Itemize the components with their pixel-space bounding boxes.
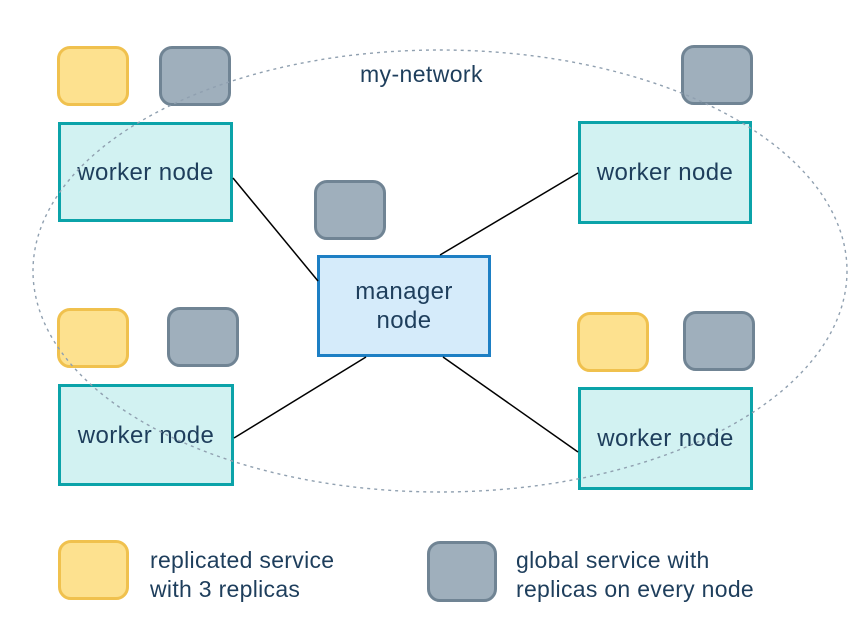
legend-label-line: replicas on every node: [516, 576, 755, 602]
legend-label-line: global service with: [516, 547, 710, 573]
manager-node-label-line2: node: [376, 307, 432, 334]
manager-worker-link-bottom-right: [442, 356, 579, 453]
replicated-service-chip: [57, 308, 129, 368]
global-service-chip: [683, 311, 755, 371]
replicated-service-chip: [577, 312, 649, 372]
worker-node-bottom-left: worker node: [58, 384, 234, 486]
global-service-chip: [314, 180, 386, 240]
legend-swatch-replicated-service: [58, 540, 129, 600]
global-service-chip: [167, 307, 239, 367]
manager-node-label-line1: manager: [355, 278, 453, 305]
network-label: my-network: [360, 61, 483, 87]
worker-node-label: worker node: [77, 158, 214, 186]
legend-label-line: with 3 replicas: [150, 576, 301, 602]
replicated-service-chip: [57, 46, 129, 106]
worker-node-top-left: worker node: [58, 122, 233, 222]
global-service-chip: [681, 45, 753, 105]
worker-node-label: worker node: [77, 421, 215, 449]
manager-worker-link-top-right: [439, 172, 579, 256]
manager-worker-link-top-left: [232, 177, 319, 282]
legend-swatch-global-service: [427, 541, 497, 602]
manager-worker-link-bottom-left: [233, 356, 367, 439]
worker-node-label: worker node: [597, 425, 734, 452]
global-service-chip: [159, 46, 231, 106]
manager-node: manager node: [317, 255, 491, 357]
worker-node-label: worker node: [596, 159, 734, 186]
legend-label-global-service: global service with replicas on every no…: [516, 546, 754, 604]
worker-node-bottom-right: worker node: [578, 387, 753, 490]
legend-label-line: replicated service: [150, 547, 335, 573]
legend-label-replicated-service: replicated service with 3 replicas: [150, 546, 334, 604]
worker-node-top-right: worker node: [578, 121, 752, 224]
